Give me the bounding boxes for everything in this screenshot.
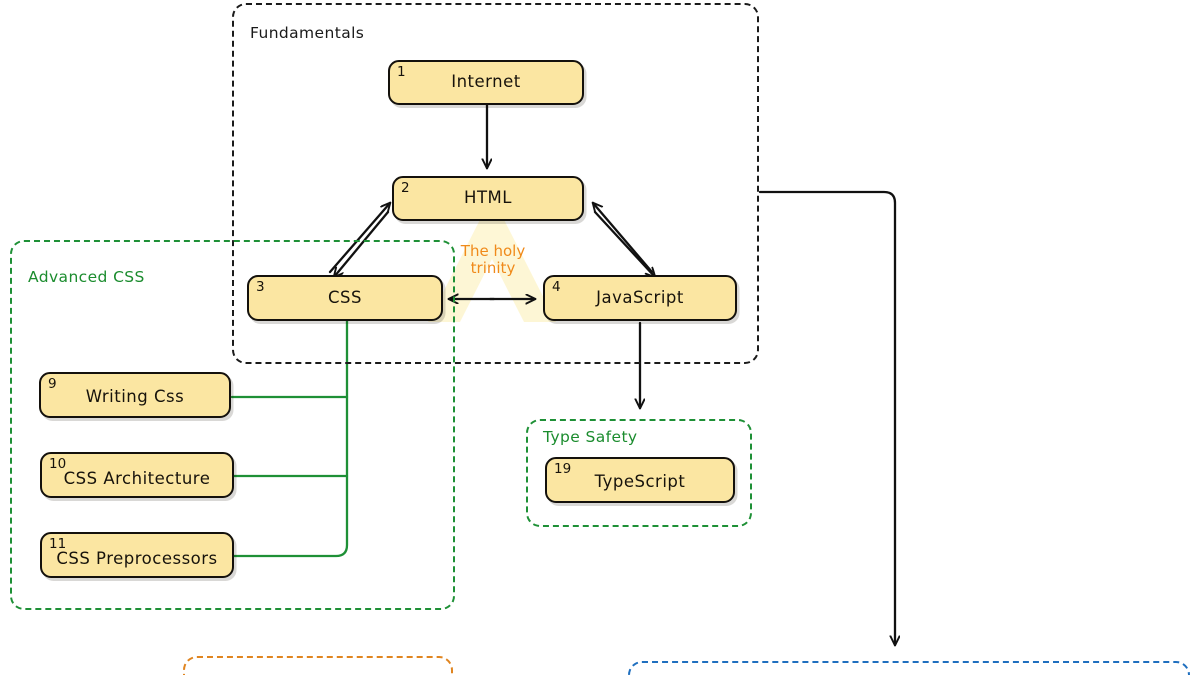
- node-css-architecture[interactable]: 10 CSS Architecture: [40, 452, 234, 498]
- node-writing-css[interactable]: 9 Writing Css: [39, 372, 231, 418]
- group-label-fundamentals: Fundamentals: [250, 24, 365, 42]
- node-number: 10: [49, 456, 67, 472]
- node-label: TypeScript: [594, 471, 686, 491]
- node-label: JavaScript: [596, 287, 684, 307]
- node-label: CSS Architecture: [63, 469, 211, 489]
- group-advanced-css[interactable]: [10, 240, 455, 610]
- node-number: 9: [48, 376, 57, 392]
- node-number: 19: [554, 461, 572, 477]
- node-label: Writing Css: [85, 386, 185, 406]
- group-fundamentals[interactable]: [232, 3, 759, 364]
- group-orange-partial[interactable]: [183, 656, 453, 675]
- group-type-safety[interactable]: [526, 419, 752, 527]
- node-number: 4: [552, 279, 561, 295]
- node-number: 11: [49, 536, 67, 552]
- node-typescript[interactable]: 19 TypeScript: [545, 457, 735, 503]
- group-blue-partial[interactable]: [628, 661, 1190, 675]
- node-label: HTML: [464, 188, 512, 208]
- node-label: CSS: [328, 287, 362, 307]
- node-number: 2: [401, 180, 410, 196]
- node-html[interactable]: 2 HTML: [392, 176, 584, 221]
- node-label: Internet: [451, 72, 521, 92]
- group-label-advanced-css: Advanced CSS: [28, 268, 145, 286]
- node-css[interactable]: 3 CSS: [247, 275, 443, 321]
- node-css-preprocessors[interactable]: 11 CSS Preprocessors: [40, 532, 234, 578]
- node-javascript[interactable]: 4 JavaScript: [543, 275, 737, 321]
- node-number: 1: [397, 64, 406, 80]
- node-internet[interactable]: 1 Internet: [388, 60, 584, 105]
- group-label-type-safety: Type Safety: [543, 428, 638, 446]
- node-label: CSS Preprocessors: [56, 549, 218, 569]
- node-number: 3: [256, 279, 265, 295]
